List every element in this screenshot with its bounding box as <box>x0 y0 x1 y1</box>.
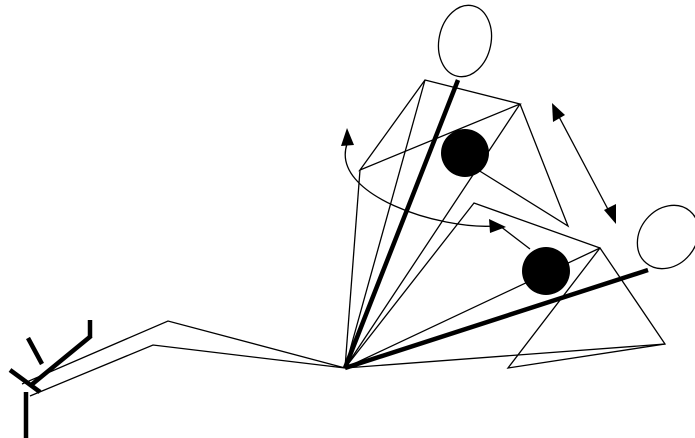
joint-connection-line <box>500 226 530 249</box>
extension-arrow-line <box>557 113 611 215</box>
rotation-arrowhead-top <box>341 128 354 146</box>
lower-head <box>625 193 695 281</box>
feet <box>10 320 91 438</box>
legs <box>22 321 345 396</box>
rotation-arrowhead-right <box>489 219 506 233</box>
lower-joint <box>522 247 570 295</box>
lower-torso-bottom-edge <box>345 344 665 368</box>
upper-joint <box>441 129 489 177</box>
extension-arrowhead-bottom <box>604 204 616 224</box>
joint-connection-arrow <box>500 226 530 249</box>
extension-arrowhead-top <box>552 103 565 122</box>
lower-figure <box>345 193 695 368</box>
foot-diagonal-left <box>28 338 42 364</box>
lower-leg-line <box>30 345 345 396</box>
extension-arrow <box>552 103 616 224</box>
upper-torso-left-edge <box>345 80 425 368</box>
upper-figure <box>345 0 568 368</box>
upper-head <box>432 0 498 81</box>
